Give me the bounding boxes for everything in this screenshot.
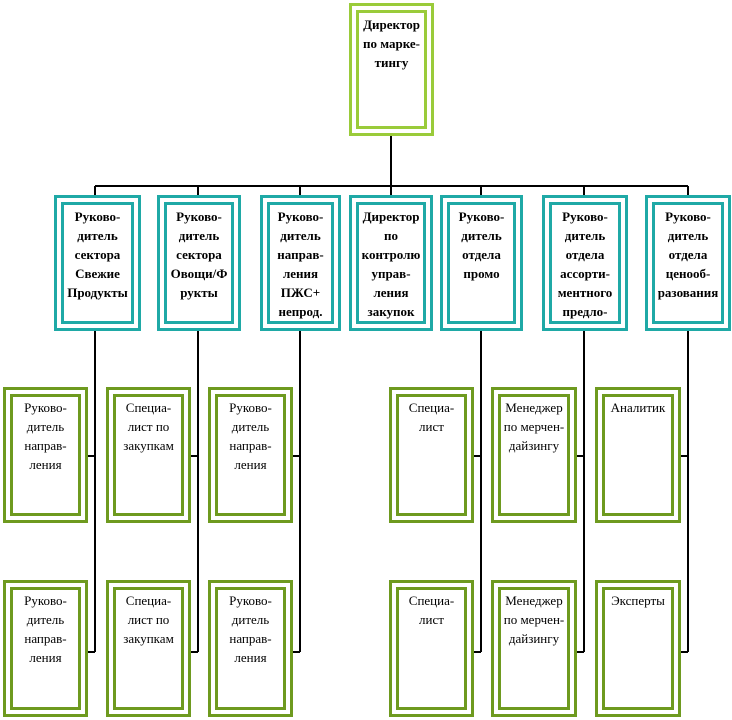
- subordinate-box: Аналитик: [595, 387, 681, 523]
- subordinate-label: Специа- лист по закупкам: [123, 593, 174, 646]
- subordinate-label: Руково- дитель направ- ления: [24, 400, 67, 472]
- department-label: Директор по контролю управ- ления закупо…: [361, 209, 421, 319]
- subordinate-box: Руково- дитель направ- ления: [208, 387, 293, 523]
- subordinate-box: Эксперты: [595, 580, 681, 717]
- subordinate-label: Специа- лист по закупкам: [123, 400, 174, 453]
- subordinate-box: Руково- дитель направ- ления: [3, 387, 88, 523]
- subordinate-label: Руково- дитель направ- ления: [24, 593, 67, 665]
- department-box-assortment: Руково- дитель отдела ассорти- ментного …: [542, 195, 628, 331]
- subordinate-label: Руково- дитель направ- ления: [229, 593, 272, 665]
- subordinate-box: Специа- лист по закупкам: [106, 387, 191, 523]
- director-label: Директор по марке- тингу: [362, 17, 420, 70]
- department-label: Руково- дитель отдела ценооб- разования: [657, 209, 719, 300]
- subordinate-box: Специа- лист по закупкам: [106, 580, 191, 717]
- department-label: Руково- дитель сектора Овощи/Ф рукты: [170, 209, 228, 300]
- subordinate-box: Менеджер по мерчен- дайзингу: [491, 580, 577, 717]
- subordinate-label: Менеджер по мерчен- дайзингу: [503, 593, 565, 646]
- subordinate-label: Специа- лист: [408, 400, 455, 434]
- director-box: Директор по марке- тингу: [349, 3, 434, 136]
- subordinate-label: Менеджер по мерчен- дайзингу: [503, 400, 565, 453]
- department-box-vegetables-fruits: Руково- дитель сектора Овощи/Ф рукты: [157, 195, 241, 331]
- department-label: Руково- дитель сектора Свежие Продукты: [67, 209, 128, 300]
- subordinate-label: Аналитик: [610, 400, 666, 415]
- subordinate-box: Руково- дитель направ- ления: [208, 580, 293, 717]
- department-box-pzhs-nonfood: Руково- дитель направ- ления ПЖС+ непрод…: [260, 195, 341, 331]
- subordinate-box: Специа- лист: [389, 580, 474, 717]
- department-box-procurement-control: Директор по контролю управ- ления закупо…: [349, 195, 433, 331]
- department-box-fresh-products: Руково- дитель сектора Свежие Продукты: [54, 195, 141, 331]
- subordinate-box: Специа- лист: [389, 387, 474, 523]
- department-box-promo: Руково- дитель отдела промо: [440, 195, 523, 331]
- subordinate-label: Эксперты: [611, 593, 665, 608]
- subordinate-label: Руково- дитель направ- ления: [229, 400, 272, 472]
- subordinate-label: Специа- лист: [408, 593, 455, 627]
- subordinate-box: Руково- дитель направ- ления: [3, 580, 88, 717]
- department-box-pricing: Руково- дитель отдела ценооб- разования: [645, 195, 731, 331]
- department-label: Руково- дитель отдела промо: [458, 209, 505, 281]
- subordinate-box: Менеджер по мерчен- дайзингу: [491, 387, 577, 523]
- department-label: Руково- дитель направ- ления ПЖС+ непрод…: [277, 209, 324, 319]
- department-label: Руково- дитель отдела ассорти- ментного …: [557, 209, 613, 319]
